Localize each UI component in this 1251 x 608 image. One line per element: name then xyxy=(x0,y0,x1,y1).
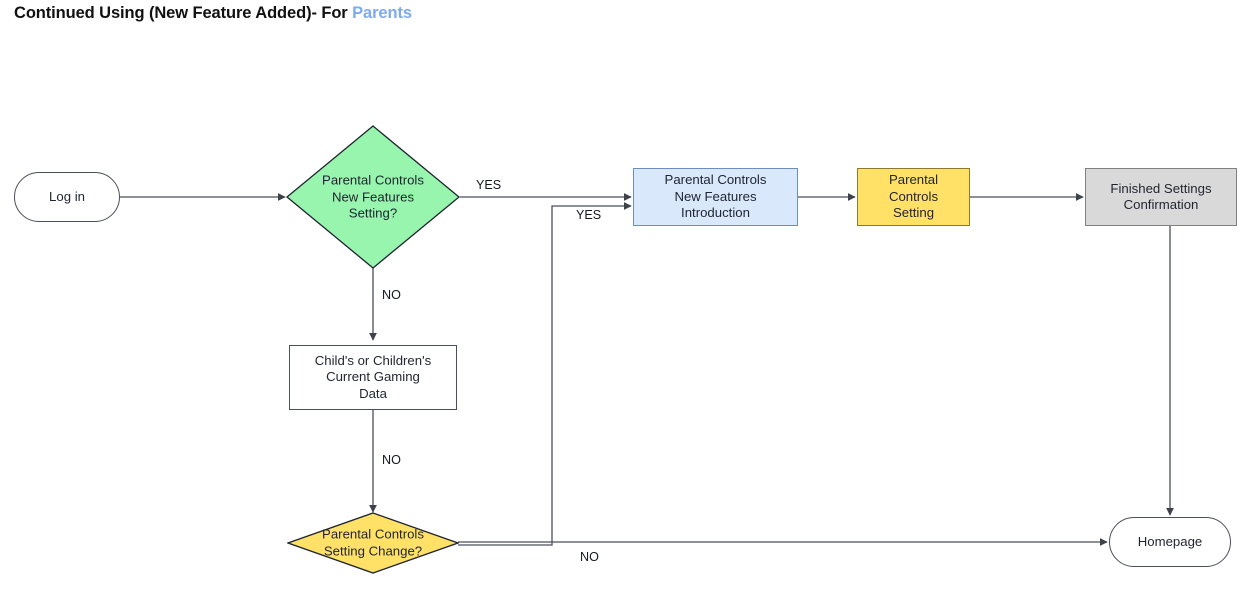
node-gaming-data-line-1: Child's or Children's xyxy=(314,352,432,368)
node-homepage-label: Homepage xyxy=(1137,533,1203,549)
node-decision-new-features-label: Parental Controls New Features Setting? xyxy=(322,172,424,222)
edge-label-no-from-decision: NO xyxy=(382,288,401,302)
edge-label-yes-top: YES xyxy=(476,178,502,192)
node-setting-line-2: Controls xyxy=(888,188,939,204)
node-confirm-line-1: Finished Settings xyxy=(1110,180,1212,196)
node-setting[interactable]: Parental Controls Setting xyxy=(857,168,970,226)
page-title-accent: Parents xyxy=(352,4,412,22)
node-decision-setting-change[interactable]: Parental Controls Setting Change? xyxy=(287,512,459,574)
node-setting-line-3: Setting xyxy=(892,205,935,221)
decision-line-1: Parental Controls xyxy=(322,172,424,188)
node-decision-new-features[interactable]: Parental Controls New Features Setting? xyxy=(285,124,461,270)
edge-change-yes-to-intro xyxy=(458,202,632,546)
node-intro-line-3: Introduction xyxy=(681,205,750,221)
node-homepage[interactable]: Homepage xyxy=(1109,517,1231,567)
page-title: Continued Using (New Feature Added)- For… xyxy=(14,4,412,23)
node-confirm[interactable]: Finished Settings Confirmation xyxy=(1085,168,1237,226)
node-intro[interactable]: Parental Controls New Features Introduct… xyxy=(633,168,798,226)
node-intro-line-1: Parental Controls xyxy=(664,172,767,188)
decision-line-2: New Features xyxy=(331,188,415,204)
decision-line-3: Setting? xyxy=(348,205,398,221)
node-decision-setting-change-label: Parental Controls Setting Change? xyxy=(322,527,424,560)
change-line-1: Parental Controls xyxy=(322,526,424,542)
change-line-2: Setting Change? xyxy=(323,543,423,558)
node-gaming-data-line-3: Data xyxy=(359,385,387,401)
node-gaming-data-line-2: Current Gaming xyxy=(326,369,420,385)
node-login-label: Log in xyxy=(49,188,85,204)
node-intro-line-2: New Features xyxy=(674,188,757,204)
page-title-main: Continued Using (New Feature Added)- For xyxy=(14,4,353,22)
edge-label-yes-loop: YES xyxy=(576,208,602,222)
node-gaming-data[interactable]: Child's or Children's Current Gaming Dat… xyxy=(289,345,457,410)
edge-label-no-from-data: NO xyxy=(382,453,401,467)
node-setting-line-1: Parental xyxy=(888,172,939,188)
edge-label-no-to-homepage: NO xyxy=(580,550,599,564)
node-login[interactable]: Log in xyxy=(14,172,120,222)
node-confirm-line-2: Confirmation xyxy=(1123,197,1199,212)
